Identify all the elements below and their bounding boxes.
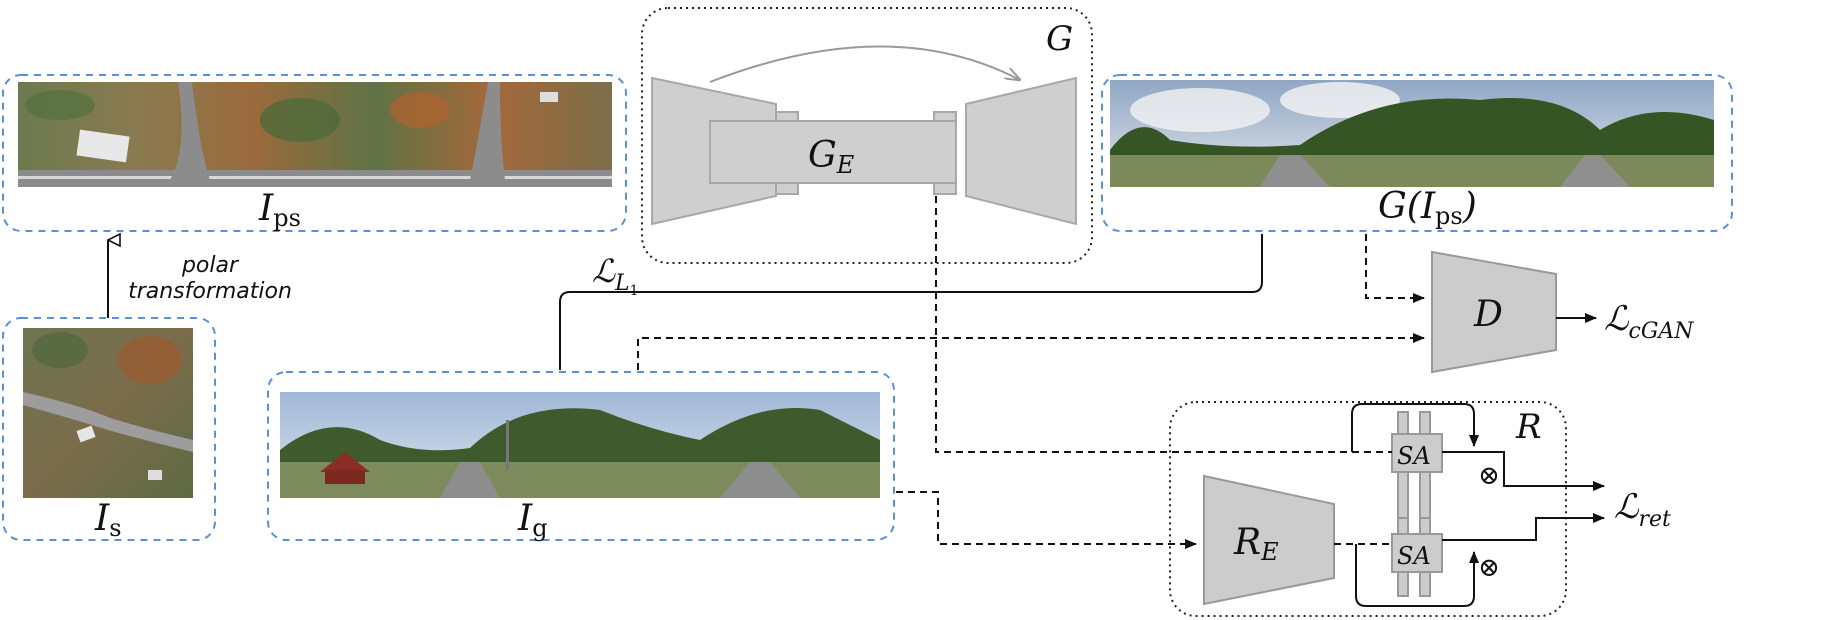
- sa-top-bypass-loop: [1351, 403, 1479, 452]
- skip-connection-arrow: [709, 45, 1020, 83]
- ground-to-d-arrow: [637, 333, 1425, 370]
- label-L-L1: ℒL1: [592, 252, 639, 299]
- ground-to-re-arrow: [896, 491, 1197, 549]
- label-G-I-ps: G(Ips): [1378, 186, 1477, 230]
- label-L-cGAN: ℒcGAN: [1604, 299, 1694, 344]
- satellite-image: [23, 328, 193, 498]
- ground-image-frame: [267, 371, 895, 541]
- label-I-ps: Ips: [258, 188, 301, 232]
- l1-loss-connector: [559, 234, 1263, 370]
- polar-image-frame: [2, 74, 627, 232]
- label-SA-bottom: SA: [1397, 542, 1431, 570]
- label-D: D: [1473, 294, 1503, 335]
- ground-panorama-image: [280, 392, 880, 498]
- retrieval-encoder-R-E: [1203, 474, 1335, 606]
- polar-label-line2: transformation: [128, 279, 292, 304]
- label-R-E: RE: [1233, 522, 1279, 566]
- polar-panorama-image: [18, 82, 612, 187]
- label-G: G: [1046, 19, 1073, 59]
- discriminator-block: [1431, 250, 1557, 374]
- label-SA-top: SA: [1397, 442, 1431, 470]
- label-I-s: Is: [94, 498, 122, 542]
- generated-image-frame: [1101, 74, 1733, 232]
- sa-bottom-bypass-loop: [1355, 544, 1479, 607]
- generator-bottleneck-G-E: [709, 120, 957, 184]
- otimes-bottom: ⊗: [1478, 553, 1500, 583]
- label-R: R: [1515, 407, 1542, 447]
- ge-to-sa-top-line: [935, 196, 1392, 453]
- generated-to-d-arrow: [1365, 234, 1425, 303]
- otimes-top: ⊗: [1478, 461, 1500, 491]
- sa-top-to-ret-arrow: [1442, 451, 1605, 491]
- polar-label-line1: polar: [181, 253, 240, 278]
- label-I-g: Ig: [517, 498, 548, 542]
- label-G-E: GE: [808, 135, 855, 179]
- generator-decoder: [965, 76, 1077, 226]
- sa-bottom-to-ret-arrow: [1442, 513, 1605, 541]
- satellite-image-frame: [2, 317, 216, 541]
- generator-frame: [641, 7, 1093, 264]
- generated-panorama-image: [1110, 80, 1714, 187]
- sa-bottom-block: [1391, 533, 1443, 573]
- label-L-ret: ℒret: [1614, 487, 1671, 532]
